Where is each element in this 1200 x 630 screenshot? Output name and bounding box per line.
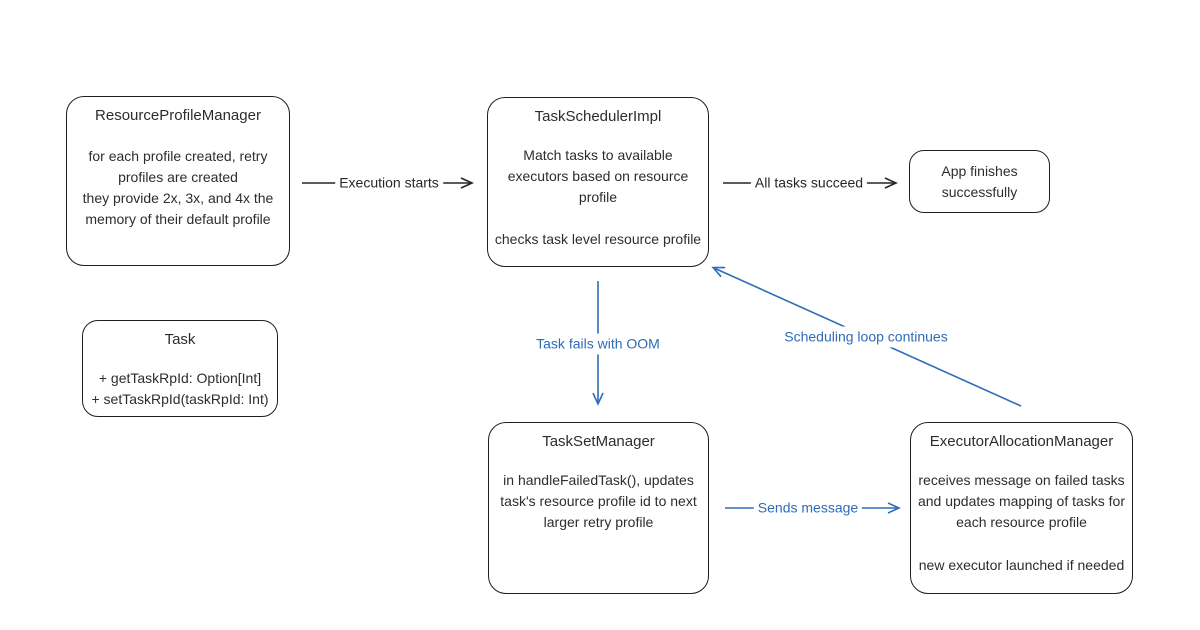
node-body-line: successfully [941,183,1018,200]
node-app-finishes: App finishes successfully [909,150,1050,213]
node-body-line: larger retry profile [543,514,654,530]
node-body-line: checks task level resource profile [494,231,702,247]
node-body: App finishes successfully [941,161,1017,203]
node-body: checks task level resource profile [488,229,708,250]
node-task: Task + getTaskRpId: Option[Int] + setTas… [82,320,278,417]
node-body-line: profiles are created [118,169,238,185]
edge-label-task-fails-oom: Task fails with OOM [532,333,664,355]
node-body: new executor launched if needed [911,555,1132,576]
node-body-line: receives message on failed tasks [918,472,1125,488]
node-body-line: executors based on resource [507,168,689,184]
edge-label-sends-message: Sends message [753,497,863,519]
node-task-set-manager: TaskSetManager in handleFailedTask(), up… [488,422,709,594]
node-body-line: memory of their default profile [85,211,271,227]
node-executor-allocation-manager: ExecutorAllocationManager receives messa… [910,422,1133,594]
edge-label-scheduling-loop: Scheduling loop continues [780,326,952,348]
node-body-line: and updates mapping of tasks for [917,493,1126,509]
node-title: TaskSetManager [542,433,655,450]
node-body-line: task's resource profile id to next [500,493,697,509]
node-body-line: Match tasks to available [523,147,673,163]
node-body: receives message on failed tasks and upd… [911,470,1132,533]
node-body: for each profile created, retry profiles… [67,146,289,230]
node-body-line: for each profile created, retry [88,148,268,164]
edge-label-execution-starts: Execution starts [335,172,443,194]
node-body: + getTaskRpId: Option[Int] + setTaskRpId… [83,368,277,410]
node-title: TaskSchedulerImpl [534,108,662,125]
node-body-line: they provide 2x, 3x, and 4x the [82,190,274,206]
node-title: Task [164,331,196,348]
node-title: ExecutorAllocationManager [929,433,1114,450]
node-task-scheduler-impl: TaskSchedulerImpl Match tasks to availab… [487,97,709,267]
node-body-line: new executor launched if needed [918,557,1125,573]
node-body-line: profile [578,189,618,205]
node-body-line: + getTaskRpId: Option[Int] [98,370,262,386]
node-body: Match tasks to available executors based… [488,145,708,208]
node-body-line: App finishes [941,162,1018,179]
node-body-line: each resource profile [956,514,1087,530]
node-body-line: in handleFailedTask(), updates [503,472,694,488]
edge-label-all-tasks-succeed: All tasks succeed [750,172,868,194]
node-resource-profile-manager: ResourceProfileManager for each profile … [66,96,290,266]
node-title: ResourceProfileManager [95,107,261,124]
node-body-line: + setTaskRpId(taskRpId: Int) [91,391,269,407]
node-body: in handleFailedTask(), updates task's re… [489,470,708,533]
